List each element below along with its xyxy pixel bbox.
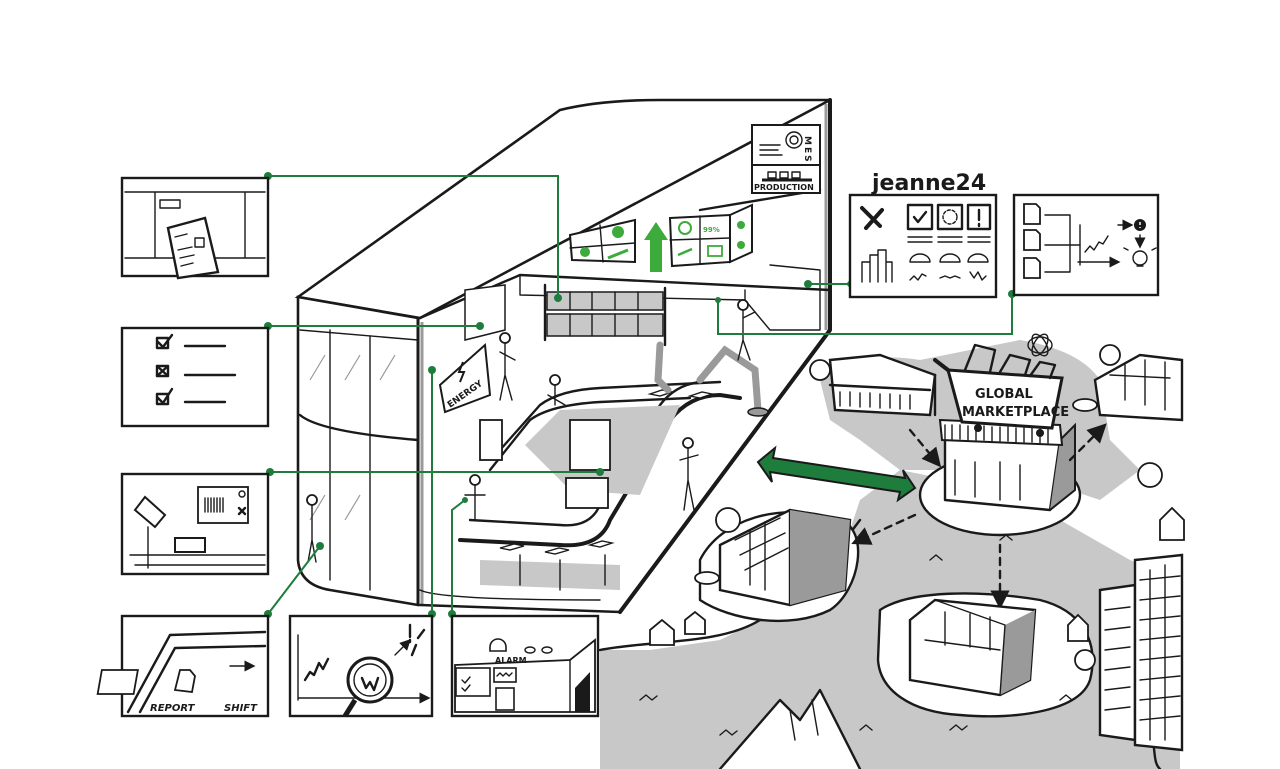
- magnifier-chart-icon: [297, 623, 425, 718]
- bidirectional-arrow-icon: [756, 445, 917, 503]
- callout-scan-quality: [120, 472, 270, 576]
- alarm-machine-icon: [454, 638, 596, 713]
- tablet-document-icon: [166, 216, 220, 280]
- report-label: REPORT: [150, 703, 196, 714]
- kpi-dashboards: 99%: [568, 203, 753, 272]
- warehouse-top: [828, 353, 937, 417]
- atom-icon: [1027, 333, 1053, 357]
- callout-report-shift: REPORT SHIFT: [96, 614, 270, 718]
- callout-connectors: [267, 175, 1013, 615]
- office-towers: [1098, 553, 1184, 752]
- production-label: PRODUCTION: [754, 183, 814, 192]
- factory-hall: [294, 98, 832, 614]
- mes-label: MES: [802, 136, 812, 164]
- callout-maintenance-dashboard: [848, 193, 998, 299]
- houses-and-trees: [649, 344, 1185, 671]
- shift-label: SHIFT: [224, 703, 258, 714]
- dashboard-percent: 99%: [703, 226, 720, 234]
- robot-arms: [654, 341, 769, 417]
- warehouse-right: [1072, 353, 1184, 422]
- storage-shelf: [543, 283, 667, 347]
- callout-analytics: [288, 614, 434, 718]
- callout-goods-receipt: [120, 176, 270, 280]
- factory-building-bottom: [908, 598, 1037, 697]
- dashboard-icon: [860, 203, 992, 283]
- alarm-label: ALARM: [495, 656, 527, 665]
- callout-alarm: ALARM: [450, 614, 600, 718]
- documents-insight-icon: [1023, 203, 1157, 279]
- barcode-scanner-icon: [129, 486, 266, 569]
- workers: [306, 299, 756, 563]
- marketplace-label-line2: MARKETPLACE: [962, 405, 1069, 420]
- marketplace-label-line1: GLOBAL: [975, 387, 1033, 402]
- report-shift-icon: [96, 660, 256, 695]
- mes-production-panel: MES PRODUCTION: [751, 124, 821, 194]
- callout-data-insight: [1012, 193, 1160, 297]
- global-marketplace: GLOBAL MARKETPLACE: [851, 333, 1107, 610]
- artist-signature: jeanne24: [871, 171, 986, 196]
- callout-checklist: [120, 326, 270, 428]
- checklist-icon: [155, 333, 237, 406]
- conveyor-belt: [458, 380, 742, 591]
- factory-building-left: [694, 508, 852, 607]
- growth-arrow-icon: [644, 222, 668, 272]
